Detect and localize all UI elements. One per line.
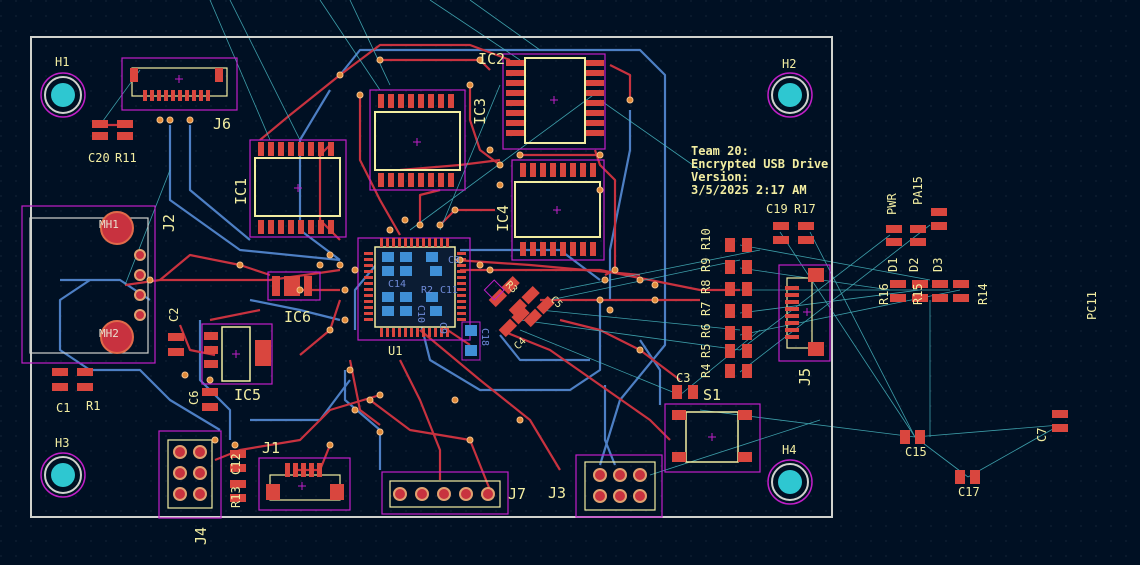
label-r6: R6 (699, 324, 713, 338)
label-r5: R5 (699, 344, 713, 358)
label-r2: R2 (421, 285, 433, 296)
back-silkscreen-labels: C14 R2 C11 C8 C10 C9 C18 (388, 255, 490, 346)
chip-ic5 (201, 323, 273, 385)
label-r1: R1 (86, 399, 100, 413)
chip-ic1 (249, 139, 347, 238)
label-h3: H3 (55, 436, 69, 450)
label-c15: C15 (905, 445, 927, 459)
label-c11: C11 (440, 285, 458, 296)
board-version-label: Version: (691, 170, 749, 184)
header-j4 (158, 430, 222, 519)
mounting-hole-h4 (767, 459, 813, 505)
chip-ic2 (502, 53, 606, 150)
resistor-array-r4-r10 (725, 238, 752, 378)
usb-connector-j2 (21, 205, 156, 364)
capacitor-c18 (461, 321, 481, 361)
switch-s1 (664, 403, 761, 473)
label-r11: R11 (115, 151, 137, 165)
header-j3 (575, 454, 663, 518)
mounting-hole-h2 (767, 72, 813, 118)
label-ic1: IC1 (232, 178, 250, 205)
label-h2: H2 (782, 57, 796, 71)
label-mh2: MH2 (99, 327, 119, 340)
label-j7: J7 (508, 485, 526, 503)
label-r8: R8 (699, 280, 713, 294)
label-ic3: IC3 (471, 98, 489, 125)
label-s1: S1 (703, 386, 721, 404)
label-h1: H1 (55, 55, 69, 69)
label-r13: R13 (229, 486, 243, 508)
label-j3: J3 (548, 484, 566, 502)
microcontroller-u1 (357, 237, 471, 341)
front-copper-traces (100, 43, 740, 491)
rotated-caps-cluster (483, 275, 555, 338)
mounting-hole-h3 (40, 452, 86, 498)
label-r9: R9 (699, 258, 713, 272)
board-timestamp: 3/5/2025 2:17 AM (691, 183, 807, 197)
label-d3: D3 (931, 258, 945, 272)
label-pa15: PA15 (911, 176, 925, 205)
passive-components (52, 120, 1068, 502)
label-c14: C14 (388, 279, 406, 290)
label-pwr: PWR (885, 193, 899, 215)
label-j5: J5 (796, 368, 814, 386)
label-r14: R14 (976, 283, 990, 305)
label-j4: J4 (192, 527, 210, 545)
label-ic6: IC6 (284, 308, 311, 326)
label-c1: C1 (56, 401, 70, 415)
mounting-hole-h1 (40, 72, 86, 118)
label-c12: C12 (229, 453, 243, 475)
board-project-text: Encrypted USB Drive (691, 157, 828, 171)
label-u1: U1 (388, 344, 402, 358)
connector-j5 (778, 264, 831, 362)
label-j2: J2 (160, 214, 178, 232)
chip-ic3 (369, 89, 466, 191)
label-ic4: IC4 (494, 205, 512, 232)
board-outline (30, 36, 833, 518)
label-j6: J6 (213, 115, 231, 133)
board-info-silkscreen: Team 20: Encrypted USB Drive Version: 3/… (691, 144, 828, 197)
label-r7: R7 (699, 302, 713, 316)
label-c19: C19 (766, 202, 788, 216)
label-c9: C9 (437, 322, 448, 334)
connector-j1 (258, 457, 351, 511)
board-team-text: Team 20: (691, 144, 749, 158)
label-ic5: IC5 (234, 386, 261, 404)
label-d2: D2 (907, 258, 921, 272)
component-center-marks (175, 75, 811, 490)
label-d1: D1 (886, 258, 900, 272)
chip-ic4 (511, 159, 605, 261)
silkscreen-labels: H1 H2 H3 H4 J6 J2 IC2 IC3 IC1 IC4 IC6 IC… (55, 50, 1099, 545)
back-copper-traces (58, 48, 667, 470)
label-c10: C10 (415, 305, 426, 323)
label-h4: H4 (782, 443, 796, 457)
label-c17: C17 (958, 485, 980, 499)
label-r15: R15 (911, 283, 925, 305)
label-c3: C3 (676, 371, 690, 385)
header-j7 (381, 471, 509, 515)
ratsnest-lines (99, 0, 1061, 478)
label-c20: C20 (88, 151, 110, 165)
label-r4: R4 (699, 364, 713, 378)
label-r16: R16 (877, 283, 891, 305)
label-c6: C6 (187, 391, 201, 405)
label-r10: R10 (699, 228, 713, 250)
connector-j6 (121, 57, 238, 111)
vias (146, 56, 659, 449)
label-c7: C7 (1035, 428, 1049, 442)
label-c8: C8 (448, 255, 460, 266)
label-r17: R17 (794, 202, 816, 216)
label-c18: C18 (479, 328, 490, 346)
label-j1: J1 (262, 439, 280, 457)
label-c2: C2 (167, 308, 181, 322)
label-pc11: PC11 (1085, 291, 1099, 320)
label-ic2: IC2 (478, 50, 505, 68)
chip-ic6 (267, 271, 321, 301)
label-mh1: MH1 (99, 218, 119, 231)
